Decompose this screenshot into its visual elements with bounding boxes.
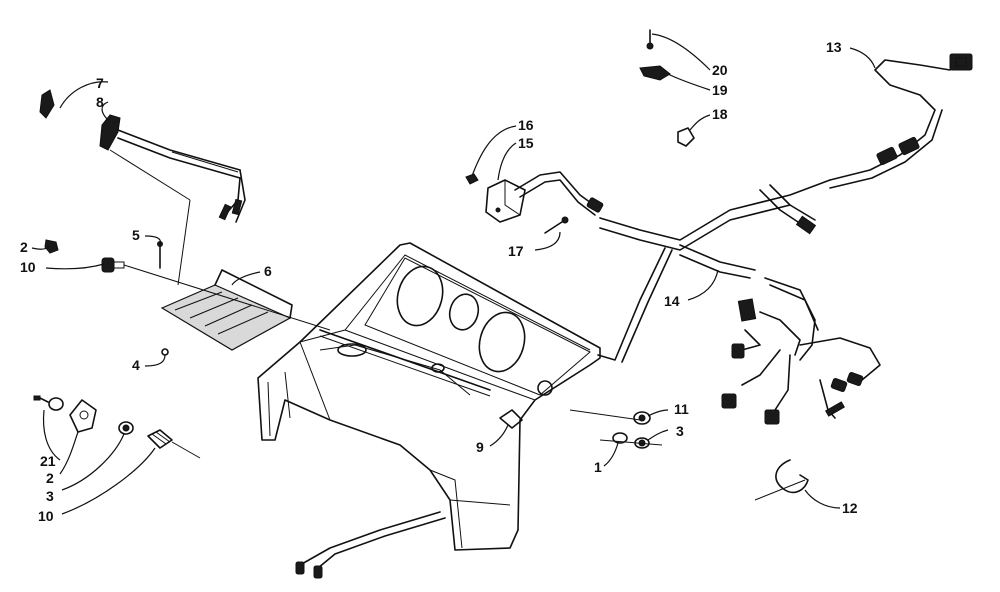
kill-switch-assembly bbox=[465, 171, 604, 234]
part-label-16: 16 bbox=[518, 117, 534, 133]
identification-plate bbox=[160, 269, 293, 351]
part-label-1: 1 bbox=[594, 459, 602, 475]
choke-lever-assembly bbox=[39, 89, 246, 286]
part-label-14: 14 bbox=[664, 293, 680, 309]
right-hardware bbox=[499, 409, 809, 501]
part-label-17: 17 bbox=[508, 243, 524, 259]
wiring-harness bbox=[295, 53, 973, 579]
part-label-7: 7 bbox=[96, 75, 104, 91]
part-label-3b: 3 bbox=[676, 423, 684, 439]
part-label-9: 9 bbox=[476, 439, 484, 455]
part-label-19: 19 bbox=[712, 82, 728, 98]
part-label-11: 11 bbox=[674, 401, 689, 417]
part-label-8: 8 bbox=[96, 94, 104, 110]
part-label-4: 4 bbox=[132, 357, 140, 373]
part-label-21: 21 bbox=[40, 453, 56, 469]
part-label-12: 12 bbox=[842, 500, 858, 516]
left-hardware bbox=[33, 239, 331, 459]
part-label-20: 20 bbox=[712, 62, 728, 78]
part-label-3: 3 bbox=[46, 488, 54, 504]
part-label-6: 6 bbox=[264, 263, 272, 279]
part-label-2: 2 bbox=[20, 239, 28, 255]
part-label-2b: 2 bbox=[46, 470, 54, 486]
part-label-5: 5 bbox=[132, 227, 140, 243]
part-label-10: 10 bbox=[20, 259, 36, 275]
leader-lines bbox=[31, 33, 876, 515]
top-hardware bbox=[639, 29, 695, 147]
part-labels: 7 8 5 6 2 10 4 21 2 3 10 16 15 17 20 19 … bbox=[20, 39, 858, 524]
part-label-18: 18 bbox=[712, 106, 728, 122]
part-label-10b: 10 bbox=[38, 508, 54, 524]
part-label-15: 15 bbox=[518, 135, 534, 151]
part-label-13: 13 bbox=[826, 39, 842, 55]
dash-console bbox=[257, 242, 601, 551]
